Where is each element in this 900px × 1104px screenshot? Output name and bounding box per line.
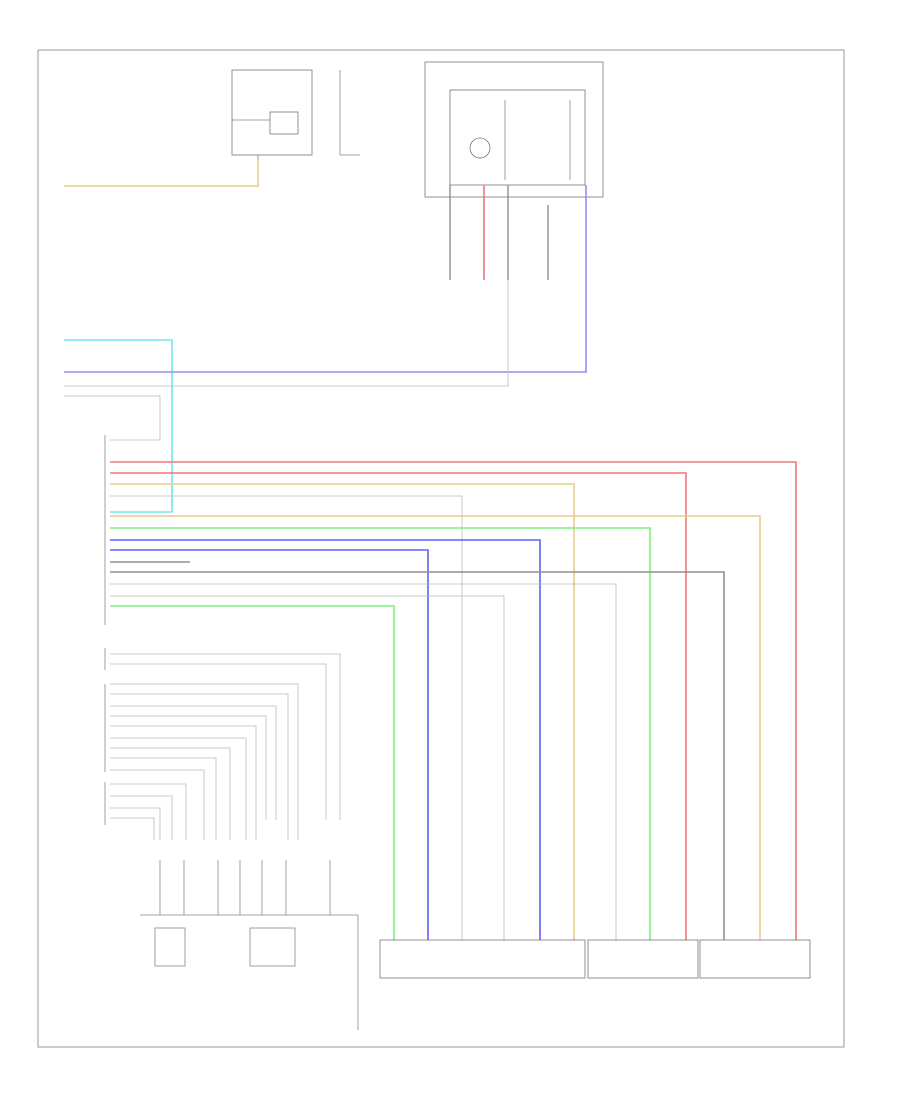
module-leads <box>449 185 587 280</box>
wire-lightblue <box>64 280 587 373</box>
wire-gray-a <box>64 280 509 387</box>
wire-blue-2 <box>110 549 429 940</box>
wire-cyan <box>64 339 173 513</box>
relay-block <box>231 69 360 180</box>
switch-block <box>140 914 359 1030</box>
wire-yellow-1 <box>110 483 575 940</box>
wire-gray-3 <box>110 595 505 940</box>
bottom-modules <box>379 939 811 979</box>
wire-yellow-2 <box>110 515 761 940</box>
wire-gray-b <box>64 395 161 441</box>
lower-harness <box>110 653 341 840</box>
wire-red-2 <box>110 472 687 940</box>
wire-red-1 <box>110 461 797 940</box>
wire-yellow-top <box>64 160 259 187</box>
motor-module <box>424 61 604 198</box>
wire-blue-1 <box>110 539 541 940</box>
wire-green-1 <box>110 527 651 940</box>
wire-gray-1 <box>110 495 463 940</box>
diagram-frame <box>37 49 845 1048</box>
wire-dark-2 <box>110 571 725 940</box>
connector-stubs <box>159 860 331 915</box>
wire-gray-2 <box>110 583 617 940</box>
wire-green-2 <box>110 605 395 940</box>
